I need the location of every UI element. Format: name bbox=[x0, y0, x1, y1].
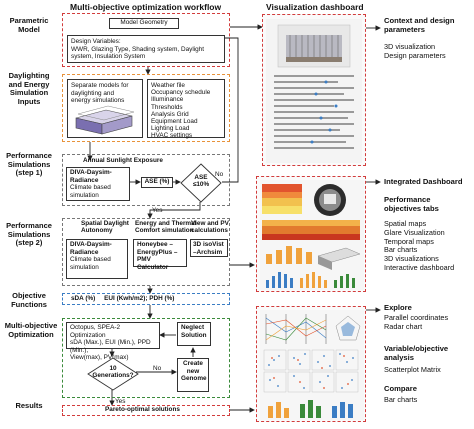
performance-step2-group: Spatial Daylight Autonomy Energy and The… bbox=[62, 218, 230, 286]
pareto-solutions-text: Pareto-optimal solutions bbox=[105, 406, 180, 413]
isovist-box: 3D isoVist –Archsim bbox=[190, 239, 228, 257]
energy-thermal-label: Energy and Thermal Comfort simulation bbox=[135, 220, 197, 234]
context-screenshot bbox=[262, 14, 366, 166]
diva-step2-box: DIVA-Daysim- Radiance Climate based simu… bbox=[66, 239, 128, 279]
explore-image bbox=[260, 310, 364, 420]
label-results: Results bbox=[15, 401, 43, 410]
ase-no-label: No bbox=[215, 171, 224, 178]
parametric-model-group: Model Geometry Design Variables: WWR, Gl… bbox=[62, 13, 230, 67]
context-panel-image bbox=[266, 19, 362, 163]
performance-tabs-title: Performance objectives tabs bbox=[384, 195, 439, 213]
performance-tabs-items: Spatial maps Glare Visualization Tempora… bbox=[384, 219, 455, 272]
create-genome-box: Create new Genome bbox=[177, 358, 209, 392]
workflow-header: Multi-objective optimization workflow bbox=[70, 2, 222, 12]
label-simulation-inputs: Daylighting and Energy Simulation Inputs bbox=[8, 71, 50, 106]
integrated-dashboard-screenshot bbox=[256, 176, 366, 292]
variable-analysis-title: Variable/objective analysis bbox=[384, 344, 449, 362]
explore-title: Explore bbox=[384, 303, 412, 312]
performance-step1-group: Annual Sunlight Exposure DIVA-Daysim- Ra… bbox=[62, 154, 230, 206]
compare-title: Compare bbox=[384, 384, 417, 393]
explore-items: Parallel coordinates Radar chart bbox=[384, 313, 449, 331]
optimization-group: Octopus, SPEA-2 Optimization sDA (Max.),… bbox=[62, 318, 230, 398]
diva-step2-title: DIVA-Daysim- Radiance bbox=[70, 241, 112, 256]
diva-step2-sub: Climate based simulation bbox=[70, 256, 111, 271]
diva-step1-sub: Climate based simulation bbox=[70, 184, 111, 199]
neglect-solution-box: Neglect Solution bbox=[177, 322, 211, 346]
explore-screenshot bbox=[256, 306, 366, 422]
simulation-inputs-group: Separate models for daylighting and ener… bbox=[62, 74, 230, 142]
objective-functions-text: sDA (%) EUI (Kwh/m2); PDH (%) bbox=[71, 295, 175, 302]
generations-yes-label: Yes bbox=[115, 398, 126, 405]
generations-decision-diamond bbox=[87, 357, 139, 391]
separate-models-text: Separate models for daylighting and ener… bbox=[71, 82, 129, 105]
results-group: Pareto-optimal solutions bbox=[62, 405, 230, 416]
ase-decision-diamond bbox=[180, 163, 222, 203]
building-model-icon bbox=[75, 105, 135, 135]
label-multi-objective: Multi-objective Optimization bbox=[4, 321, 58, 339]
objective-functions-group: sDA (%) EUI (Kwh/m2); PDH (%) bbox=[62, 293, 230, 305]
integrated-dashboard-title: Integrated Dashboard bbox=[384, 177, 463, 186]
ase-yes-label: Yes bbox=[152, 207, 163, 214]
model-geometry-box: Model Geometry bbox=[109, 18, 179, 29]
ase-box: ASE (%) bbox=[141, 177, 173, 188]
diva-step1-title: DIVA-Daysim- Radiance bbox=[70, 169, 112, 184]
label-performance-step1: Performance Simulations (step 1) bbox=[6, 151, 52, 178]
compare-items: Bar charts bbox=[384, 395, 418, 404]
honeybee-box: Honeybee – EnergyPlus – PMV Calculator bbox=[133, 239, 187, 271]
design-variables-box: Design Variables: WWR, Glazing Type, Sha… bbox=[67, 35, 225, 63]
generations-decision-label: 10 Generations? bbox=[92, 365, 134, 379]
view-pv-label: View and PV calculations bbox=[191, 220, 229, 234]
separate-models-box: Separate models for daylighting and ener… bbox=[67, 79, 143, 138]
context-title: Context and design parameters bbox=[384, 16, 455, 34]
variable-analysis-items: Scatterplot Matrix bbox=[384, 365, 441, 374]
annual-sunlight-label: Annual Sunlight Exposure bbox=[83, 157, 163, 164]
ase-decision-label: ASE ≤10% bbox=[192, 174, 210, 188]
label-parametric-model: Parametric Model bbox=[9, 16, 49, 34]
label-objective-functions: Objective Functions bbox=[11, 291, 47, 309]
diva-step1-box: DIVA-Daysim- Radiance Climate based simu… bbox=[66, 167, 130, 201]
integrated-dashboard-image bbox=[260, 180, 364, 290]
label-performance-step2: Performance Simulations (step 2) bbox=[6, 221, 52, 248]
spatial-daylight-label: Spatial Daylight Autonomy bbox=[81, 220, 129, 234]
simulation-input-list: Weather file Occupancy schedule Illumina… bbox=[147, 79, 225, 139]
generations-no-label: No bbox=[153, 365, 162, 372]
octopus-box: Octopus, SPEA-2 Optimization sDA (Max.),… bbox=[66, 322, 160, 361]
dashboard-header: Visualization dashboard bbox=[266, 2, 364, 12]
context-items: 3D visualization Design parameters bbox=[384, 42, 446, 60]
